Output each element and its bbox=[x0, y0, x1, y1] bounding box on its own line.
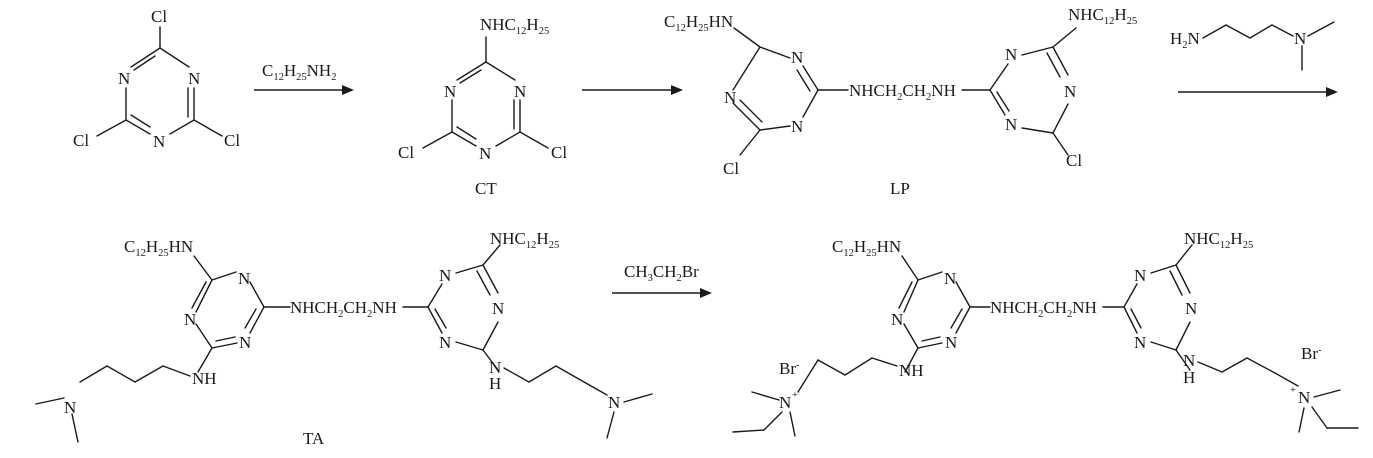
ct-nhc12h25-label: NHC12H25 bbox=[480, 15, 549, 37]
ta-n-terminal-right: N bbox=[608, 393, 620, 412]
reagent-ethyl-bromide: CH3CH2Br bbox=[624, 262, 699, 284]
product-right-n2: N bbox=[1185, 299, 1197, 318]
ct-n-left: N bbox=[444, 82, 456, 101]
product-linker-label: NHCH2CH2NH bbox=[990, 298, 1097, 320]
product-plus-right: + bbox=[1290, 385, 1296, 396]
reaction-arrow-2 bbox=[582, 85, 683, 95]
ta-compound-label: TA bbox=[303, 429, 325, 448]
lp-cl-right: Cl bbox=[1066, 151, 1082, 170]
lp-nhc12h25-label: NHC12H25 bbox=[1068, 5, 1137, 27]
product-left-n3: N bbox=[945, 333, 957, 352]
n-right-label: N bbox=[188, 69, 200, 88]
product-c12h25hn-label: C12H25HN bbox=[832, 237, 901, 259]
product-n-plus-right: N bbox=[1298, 388, 1310, 407]
ta-c12h25hn-label: C12H25HN bbox=[124, 237, 193, 259]
reagent-amine-n: N bbox=[1294, 29, 1306, 48]
ta-nh-left: NH bbox=[192, 369, 217, 388]
ta-nhc12h25-label: NHC12H25 bbox=[490, 229, 559, 251]
ta-right-n3: N bbox=[439, 333, 451, 352]
product-left-n2: N bbox=[891, 310, 903, 329]
lp-linker-label: NHCH2CH2NH bbox=[849, 81, 956, 103]
lp-right-n1: N bbox=[1005, 45, 1017, 64]
product-br-left: Br- bbox=[779, 359, 800, 378]
ta-nh-right-h: H bbox=[489, 374, 501, 393]
ta-right-n1: N bbox=[439, 266, 451, 285]
lp-right-n3: N bbox=[1005, 115, 1017, 134]
ta-left-n1: N bbox=[238, 269, 250, 288]
product-left-n1: N bbox=[944, 269, 956, 288]
lp-right-n2: N bbox=[1064, 82, 1076, 101]
ta-right-n2: N bbox=[492, 299, 504, 318]
lp-left-n1: N bbox=[791, 48, 803, 67]
lp-structure: C12H25HN N N N Cl NHCH2CH2NH N N N NHC12… bbox=[664, 5, 1137, 198]
ct-cl-right: Cl bbox=[551, 143, 567, 162]
ct-n-bottom: N bbox=[479, 144, 491, 163]
ta-n-terminal-left: N bbox=[64, 398, 76, 417]
lp-cl-left: Cl bbox=[723, 159, 739, 178]
ta-nh-right-n: N bbox=[489, 358, 501, 377]
product-br-right: Br- bbox=[1301, 344, 1322, 363]
reagent-h2n: H2N bbox=[1170, 29, 1200, 51]
product-plus-left: + bbox=[792, 390, 798, 401]
ct-compound-label: CT bbox=[475, 179, 497, 198]
cl-left-label: Cl bbox=[73, 131, 89, 150]
cl-top-label: Cl bbox=[151, 7, 167, 26]
reagent-dodecylamine: C12H25NH2 bbox=[262, 61, 336, 83]
product-nh-right-n: N bbox=[1183, 351, 1195, 370]
product-n-plus-left: N bbox=[779, 393, 791, 412]
lp-c12h25hn-label: C12H25HN bbox=[664, 12, 733, 34]
product-structure: C12H25HN N N N NHCH2CH2NH N N N NHC12H25 bbox=[732, 229, 1359, 437]
lp-left-n2: N bbox=[724, 88, 736, 107]
ta-linker-label: NHCH2CH2NH bbox=[290, 298, 397, 320]
n-left-label: N bbox=[118, 69, 130, 88]
product-right-n3: N bbox=[1134, 333, 1146, 352]
lp-compound-label: LP bbox=[890, 179, 910, 198]
cyanuric-chloride-structure: Cl N N N Cl Cl bbox=[73, 7, 240, 151]
reaction-arrow-1: C12H25NH2 bbox=[254, 61, 354, 95]
cl-right-label: Cl bbox=[224, 131, 240, 150]
ct-structure: NHC12H25 N N N Cl Cl CT bbox=[398, 15, 567, 198]
product-right-n1: N bbox=[1134, 266, 1146, 285]
product-nh-right-h: H bbox=[1183, 368, 1195, 387]
ct-n-right: N bbox=[514, 82, 526, 101]
ta-structure: C12H25HN N N N NHCH2CH2NH N N N NHC12H25… bbox=[35, 229, 653, 448]
ta-left-n3: N bbox=[239, 333, 251, 352]
n-bottom-label: N bbox=[153, 132, 165, 151]
product-nhc12h25-label: NHC12H25 bbox=[1184, 229, 1253, 251]
lp-left-n3: N bbox=[791, 117, 803, 136]
reaction-arrow-4: CH3CH2Br bbox=[612, 262, 712, 298]
product-nh-left: NH bbox=[899, 361, 924, 380]
ct-cl-left: Cl bbox=[398, 143, 414, 162]
reaction-arrow-3: H2N N bbox=[1170, 21, 1338, 97]
ta-left-n2: N bbox=[184, 310, 196, 329]
